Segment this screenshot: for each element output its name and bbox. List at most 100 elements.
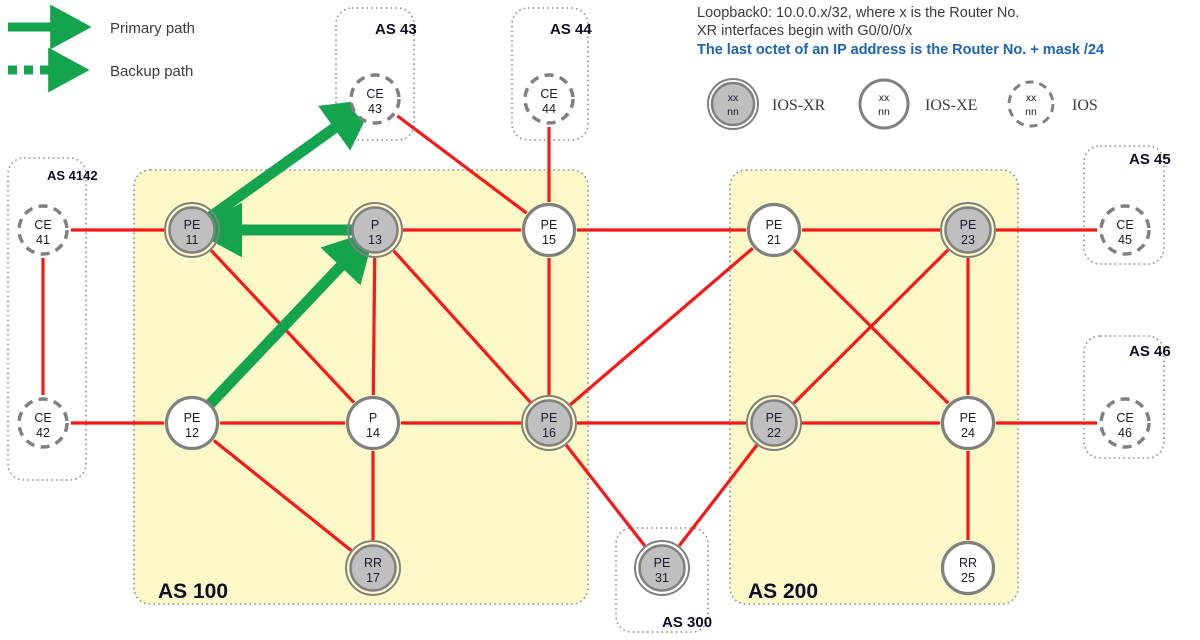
- device-legend-xe-label: IOS-XE: [925, 97, 977, 114]
- node-label-number-ce44: 44: [542, 102, 556, 116]
- legend-backup-path-label: Backup path: [110, 63, 193, 80]
- as-domain-box-as43: [335, 7, 415, 141]
- node-label-number-pe23: 23: [961, 233, 975, 247]
- device-legend-ios-xe: xx nn IOS-XE: [858, 78, 977, 130]
- note-line-3: The last octet of an IP address is the R…: [697, 42, 1104, 58]
- device-legend-xr-label: IOS-XR: [772, 97, 826, 114]
- node-label-number-pe15: 15: [542, 233, 556, 247]
- node-label-role-ce46: CE: [1116, 411, 1133, 425]
- node-p13[interactable]: P13: [347, 202, 403, 258]
- node-label-number-ce43: 43: [368, 102, 382, 116]
- node-label-role-pe21: PE: [766, 218, 783, 232]
- node-label-role-p14: P: [369, 411, 377, 425]
- legend-backup-path: Backup path: [8, 47, 193, 93]
- node-label-number-rr25: 25: [961, 571, 975, 585]
- device-legend-ios-xr: xx nn IOS-XR: [707, 78, 826, 130]
- node-label-role-rr17: RR: [364, 556, 382, 570]
- node-label-number-ce46: 46: [1118, 426, 1132, 440]
- device-legend-ios: xx nn IOS: [1007, 80, 1098, 128]
- as-domain-box-as200: [729, 169, 1019, 605]
- node-label-role-ce43: CE: [366, 87, 383, 101]
- node-label-number-p14: 14: [366, 426, 380, 440]
- device-legend-xe-top: xx: [879, 92, 890, 104]
- device-legend-ios-label: IOS: [1072, 97, 1098, 114]
- as-domain-label-as46: AS 46: [1129, 343, 1171, 360]
- node-p14[interactable]: P14: [345, 395, 401, 451]
- as-domain-box-as45: [1083, 145, 1165, 265]
- note-line-1: Loopback0: 10.0.0.x/32, where x is the R…: [697, 5, 1019, 21]
- as-domain-boxes: [7, 7, 1165, 633]
- node-label-role-p13: P: [371, 218, 379, 232]
- node-label-number-ce42: 42: [36, 426, 50, 440]
- node-label-role-rr25: RR: [959, 556, 977, 570]
- node-label-number-rr17: 17: [366, 571, 380, 585]
- as-domain-label-as44: AS 44: [550, 21, 592, 38]
- node-label-number-ce41: 41: [36, 233, 50, 247]
- node-label-number-ce45: 45: [1118, 233, 1132, 247]
- as-domain-label-as100: AS 100: [158, 580, 228, 603]
- link-pe22-pe31: [677, 444, 759, 547]
- node-label-number-p13: 13: [368, 233, 382, 247]
- node-label-role-pe16: PE: [541, 411, 558, 425]
- node-label-role-ce45: CE: [1116, 218, 1133, 232]
- node-layer: CE41CE42CE43CE44CE45CE46PE11PE12P13P14PE…: [17, 73, 1151, 596]
- node-label-role-pe11: PE: [184, 218, 201, 232]
- device-legend-xr-bottom: nn: [727, 106, 739, 118]
- path-segment-pe11-ce43: [206, 98, 376, 222]
- link-pe12-rr17: [212, 439, 353, 552]
- link-pe16-pe31: [564, 444, 647, 547]
- device-legend-ios-bottom: nn: [1025, 106, 1037, 118]
- node-label-number-pe11: 11: [186, 233, 199, 247]
- node-label-number-pe21: 21: [767, 233, 781, 247]
- as-domain-label-as300: AS 300: [662, 614, 712, 631]
- link-pe22-pe23: [792, 248, 950, 405]
- node-label-number-pe12: 12: [185, 426, 199, 440]
- node-label-role-ce41: CE: [34, 218, 51, 232]
- note-line-2: XR interfaces begin with G0/0/0/x: [697, 23, 913, 39]
- node-label-role-pe31: PE: [654, 556, 671, 570]
- node-label-number-pe24: 24: [961, 426, 975, 440]
- as-domain-box-as100: [133, 169, 589, 605]
- as-domain-box-as46: [1083, 335, 1165, 459]
- node-label-role-pe24: PE: [960, 411, 977, 425]
- node-label-role-pe22: PE: [766, 411, 783, 425]
- node-label-role-pe12: PE: [184, 411, 201, 425]
- node-label-number-pe22: 22: [767, 426, 781, 440]
- as-domain-box-as300: [615, 527, 709, 633]
- as-domain-box-as4142: [7, 157, 87, 481]
- link-p13-p14: [371, 257, 377, 396]
- link-ce43-pe15: [396, 114, 528, 215]
- device-legend: xx nn IOS-XR xx nn IOS-XE xx nn IOS: [707, 78, 1098, 130]
- link-pe16-pe21: [569, 247, 754, 406]
- as-domain-label-as43: AS 43: [375, 21, 417, 38]
- highlight-path-layer: [191, 98, 376, 411]
- as-domain-label-as4142: AS 4142: [47, 168, 98, 183]
- as-domain-label-as45: AS 45: [1129, 151, 1171, 168]
- device-legend-ios-top: xx: [1026, 92, 1037, 104]
- node-label-number-pe31: 31: [655, 571, 669, 585]
- device-legend-xe-bottom: nn: [878, 106, 890, 118]
- node-label-role-ce44: CE: [540, 87, 557, 101]
- node-label-role-ce42: CE: [34, 411, 51, 425]
- legend-primary-path: Primary path: [8, 4, 195, 50]
